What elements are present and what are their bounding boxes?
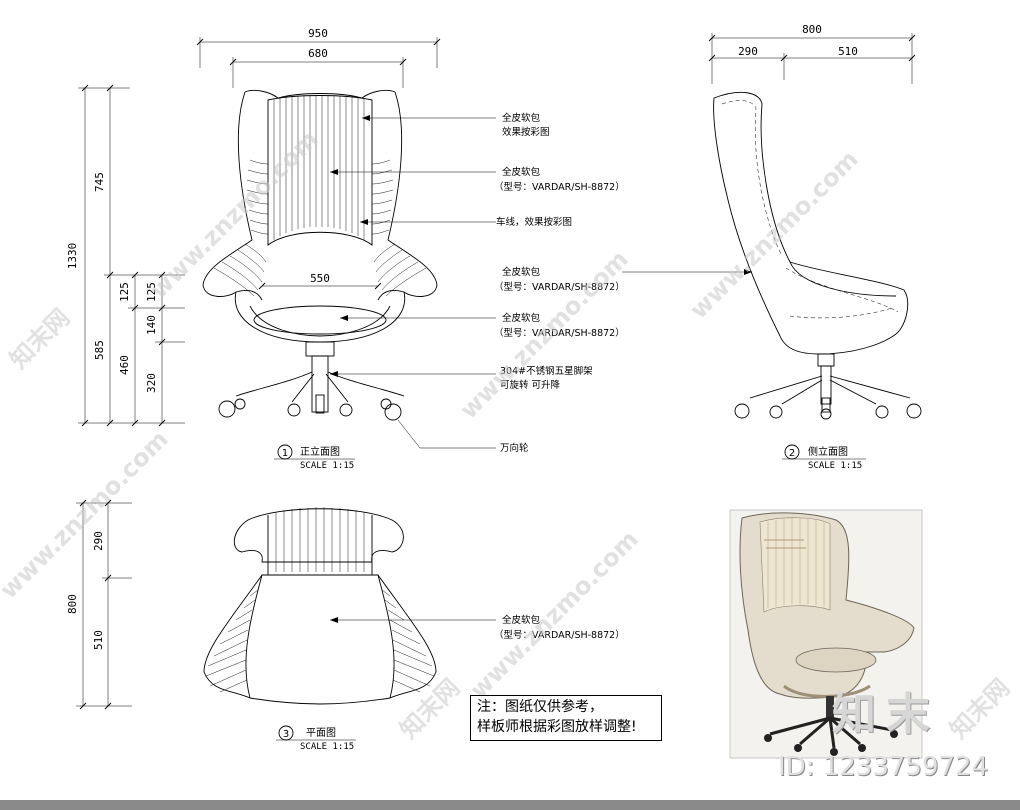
note-back-leather: 全皮软包: [502, 112, 541, 124]
watermark-site-1: www.znzmo.com: [144, 125, 323, 304]
watermark-site-4: www.znzmo.com: [0, 425, 174, 604]
side-dim-back-depth: 290: [738, 45, 758, 58]
front-top-dimensions: 950 680: [196, 27, 441, 88]
plan-view-scale: SCALE 1:15: [300, 742, 354, 752]
plan-left-dimensions: 800 290 510: [66, 499, 132, 710]
note-seat-leather: 全皮软包: [502, 312, 541, 324]
plan-dim-back-depth: 290: [92, 531, 105, 551]
plan-view: 800 290 510: [66, 499, 625, 752]
side-dim-seat-depth: 510: [838, 45, 858, 58]
back-stitch-lines: [273, 96, 365, 240]
side-view: 800 290 510: [494, 23, 922, 471]
plan-view-title: 3 平面图 SCALE 1:15: [276, 725, 356, 752]
front-leaders: [330, 115, 496, 449]
front-notes: 全皮软包 效果按彩图 全皮软包 （型号：VARDAR/SH-8872） 车线，效…: [494, 112, 625, 454]
dim-cushion-height: 140: [145, 315, 158, 335]
plan-dim-seat-depth: 510: [92, 630, 105, 650]
side-chair-outline: [713, 91, 922, 420]
right-side-ribs: [371, 159, 427, 297]
dim-total-height: 1330: [66, 243, 79, 270]
dim-back-height: 745: [93, 172, 106, 192]
note-inner-model: （型号：VARDAR/SH-8872）: [494, 181, 625, 193]
plan-chair-outline: [203, 507, 437, 705]
side-leader: 全皮软包 （型号：VARDAR/SH-8872）: [494, 266, 752, 293]
dim-lower-height: 585: [93, 340, 106, 360]
remark-box: 注：图纸仅供参考， 样板师根据彩图放样调整!: [470, 695, 662, 741]
plan-dim-depth: 800: [66, 594, 79, 614]
side-casters: [734, 403, 922, 420]
note-plan-model: （型号：VARDAR/SH-8872）: [494, 629, 625, 641]
watermark-brand-1: 知末网: [4, 304, 75, 375]
side-top-dimensions: 800 290 510: [708, 23, 916, 84]
dim-arm-height-outer: 125: [118, 282, 131, 302]
note-plan-leather: 全皮软包: [502, 614, 541, 626]
dim-arm-height-inner: 125: [145, 282, 158, 302]
note-side-leather: 全皮软包: [502, 266, 541, 278]
note-back-effect: 效果按彩图: [502, 126, 550, 138]
remark-line-1: 注：图纸仅供参考，: [477, 699, 603, 715]
front-casters: [218, 398, 402, 421]
note-caster: 万向轮: [500, 442, 529, 454]
side-view-title-text: 侧立面图: [808, 445, 848, 458]
dim-back-width: 680: [308, 47, 328, 60]
front-view: 950 680 1330 745 585: [66, 27, 625, 471]
bottom-bar: [0, 800, 1020, 810]
side-view-title: 2 侧立面图 SCALE 1:15: [782, 444, 866, 471]
dim-base-height: 320: [145, 373, 158, 393]
dim-seat-width: 550: [310, 272, 330, 285]
watermark-site-5: www.znzmo.com: [464, 525, 643, 704]
front-view-number: 1: [282, 448, 288, 459]
plan-view-title-text: 平面图: [306, 727, 336, 739]
plan-view-number: 3: [283, 729, 289, 740]
front-left-dimensions: 1330 745 585 125 460 125 140 320: [66, 84, 185, 427]
note-seat-model: （型号：VARDAR/SH-8872）: [494, 327, 625, 339]
image-id: ID: 1233759724: [778, 752, 989, 782]
remark-line-2: 样板师根据彩图放样调整!: [477, 719, 637, 735]
front-view-title: 1 正立面图 SCALE 1:15: [274, 444, 355, 471]
left-side-ribs: [213, 159, 269, 297]
dim-seat-height: 460: [118, 355, 131, 375]
side-dim-depth: 800: [802, 23, 822, 36]
note-base: 304#不锈钢五星脚架: [500, 365, 593, 377]
side-view-number: 2: [789, 448, 795, 459]
front-chair-outline: 550: [202, 89, 438, 421]
front-view-title-text: 正立面图: [300, 445, 340, 458]
plan-right-ribs: [381, 589, 435, 693]
note-base-function: 可旋转 可升降: [500, 379, 561, 391]
plan-left-ribs: [205, 589, 259, 693]
watermark-site-3: www.znzmo.com: [684, 145, 863, 324]
side-view-scale: SCALE 1:15: [808, 461, 862, 471]
plan-back-stitch: [275, 507, 365, 572]
dim-total-width: 950: [308, 27, 328, 40]
watermark-brand-3: 知末网: [944, 674, 1015, 745]
chair-photo: [729, 509, 923, 759]
note-side-model: （型号：VARDAR/SH-8872）: [494, 281, 625, 293]
note-stitching: 车线，效果按彩图: [496, 216, 572, 228]
watermark-brand-2: 知末网: [394, 674, 465, 745]
front-view-scale: SCALE 1:15: [300, 461, 354, 471]
brand-logo: 知末: [832, 689, 940, 740]
plan-leader: 全皮软包 （型号：VARDAR/SH-8872）: [330, 614, 625, 641]
note-inner-leather: 全皮软包: [502, 166, 541, 178]
